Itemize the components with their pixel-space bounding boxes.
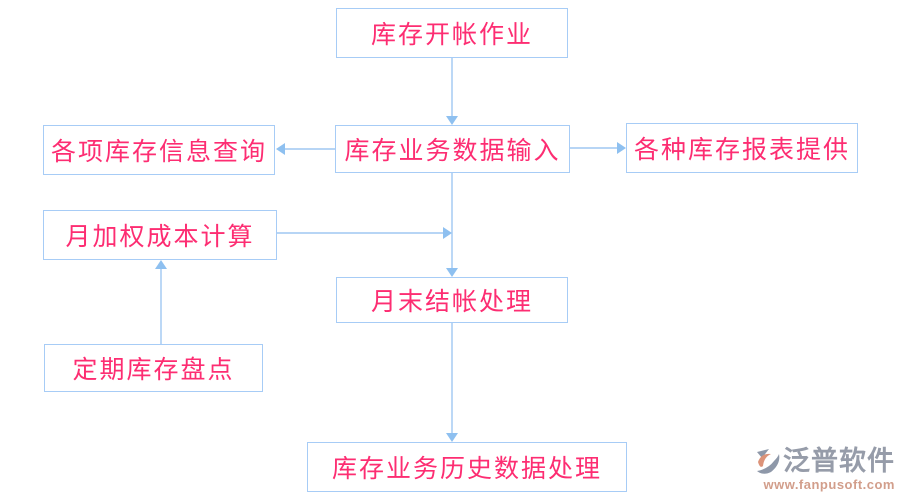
arrow-weighted-cost-to-junction (277, 227, 452, 239)
flow-node-info-query: 各项库存信息查询 (43, 125, 275, 175)
vendor-url-text: www.fanpusoft.com (763, 477, 895, 492)
arrow-month-end-to-history (446, 323, 458, 442)
flow-node-weighted-cost: 月加权成本计算 (43, 210, 277, 260)
arrow-opening-to-data-input (446, 58, 458, 125)
flow-node-data-input: 库存业务数据输入 (335, 125, 570, 173)
arrow-data-input-to-month-end (446, 173, 458, 277)
flow-node-history: 库存业务历史数据处理 (307, 442, 627, 492)
vendor-brand-text: 泛普软件 (783, 446, 895, 476)
arrow-stocktake-to-weighted-cost (155, 260, 167, 344)
flow-node-reports: 各种库存报表提供 (626, 123, 858, 173)
flow-node-stocktake: 定期库存盘点 (44, 344, 263, 392)
arrow-data-input-to-info-query (276, 143, 336, 155)
flow-node-month-end: 月末结帐处理 (336, 277, 568, 323)
fanpu-logo-icon (757, 449, 780, 474)
flow-node-opening: 库存开帐作业 (336, 8, 568, 58)
arrow-data-input-to-reports (570, 142, 626, 154)
vendor-watermark: 泛普软件 www.fanpusoft.com (752, 447, 895, 492)
